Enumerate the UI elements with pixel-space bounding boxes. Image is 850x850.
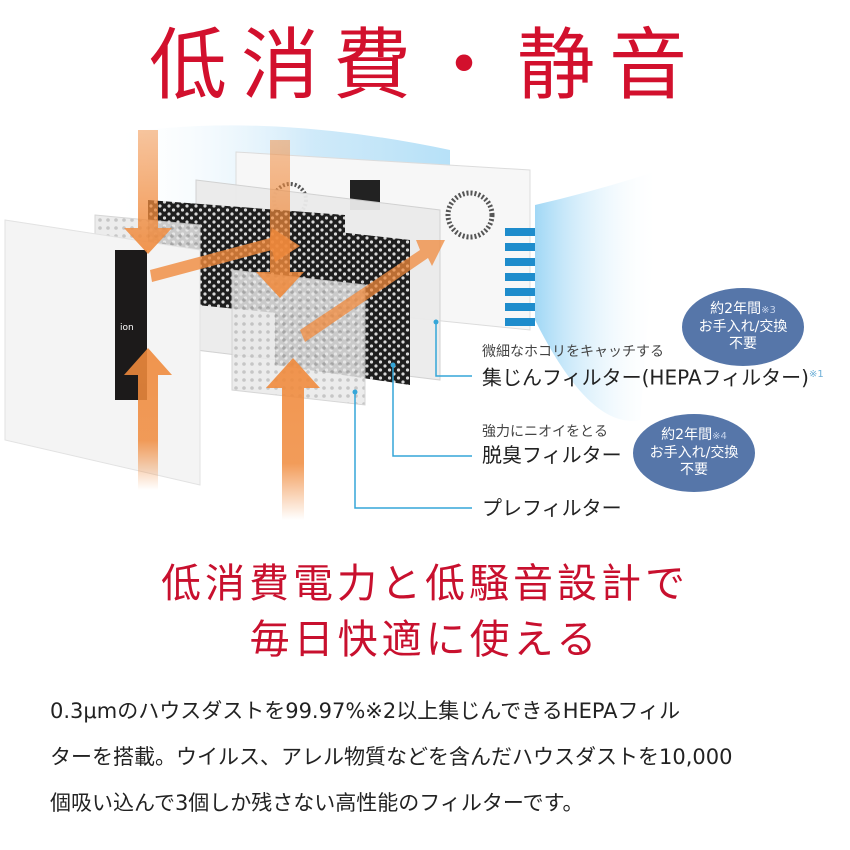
- product-exploded-illustration: ion 微細なホコリをキャッチする 集じんフィルター(HEPAフィルター)※1 …: [0, 110, 850, 550]
- feature-headline: 低消費電力と低騒音設計で 毎日快適に使える: [0, 556, 850, 668]
- callout-deodorizer-label: 脱臭フィルター: [482, 443, 622, 467]
- callout-prefilter-label: プレフィルター: [482, 496, 622, 520]
- description-paragraph: 0.3μmのハウスダストを99.97%※2以上集じんできるHEPAフィル ターを…: [50, 688, 820, 826]
- outlet-vents: [505, 228, 535, 326]
- filter-diagram-graphic: ion: [4, 125, 660, 520]
- footnote-ref: ※1: [808, 369, 824, 380]
- callout-deodorizer-subtitle: 強力にニオイをとる: [482, 424, 608, 440]
- description-line-3: 個吸い込んで3個しか残さない高性能のフィルターです。: [50, 791, 584, 815]
- callout-deodorizer-filter: 強力にニオイをとる 脱臭フィルター: [482, 422, 622, 468]
- badge-deodorizer-maintenance-free: 約2年間※4 お手入れ/交換 不要: [633, 414, 755, 492]
- description-line-2: ターを搭載。ウイルス、アレル物質などを含んだハウスダストを10,000: [50, 745, 733, 769]
- callout-hepa-filter: 微細なホコリをキャッチする 集じんフィルター(HEPAフィルター)※1: [482, 342, 824, 391]
- callout-hepa-label: 集じんフィルター(HEPAフィルター)※1: [482, 365, 824, 390]
- badge-hepa-maintenance-free: 約2年間※3 お手入れ/交換 不要: [682, 288, 804, 366]
- callout-pre-filter: プレフィルター: [482, 495, 622, 521]
- description-line-1: 0.3μmのハウスダストを99.97%※2以上集じんできるHEPAフィル: [50, 699, 681, 723]
- svg-text:ion: ion: [120, 323, 134, 333]
- headline-line-2: 毎日快適に使える: [249, 617, 601, 663]
- page-title: 低消費・静音: [148, 21, 701, 111]
- callout-hepa-subtitle: 微細なホコリをキャッチする: [482, 344, 664, 360]
- headline-line-1: 低消費電力と低騒音設計で: [161, 561, 689, 607]
